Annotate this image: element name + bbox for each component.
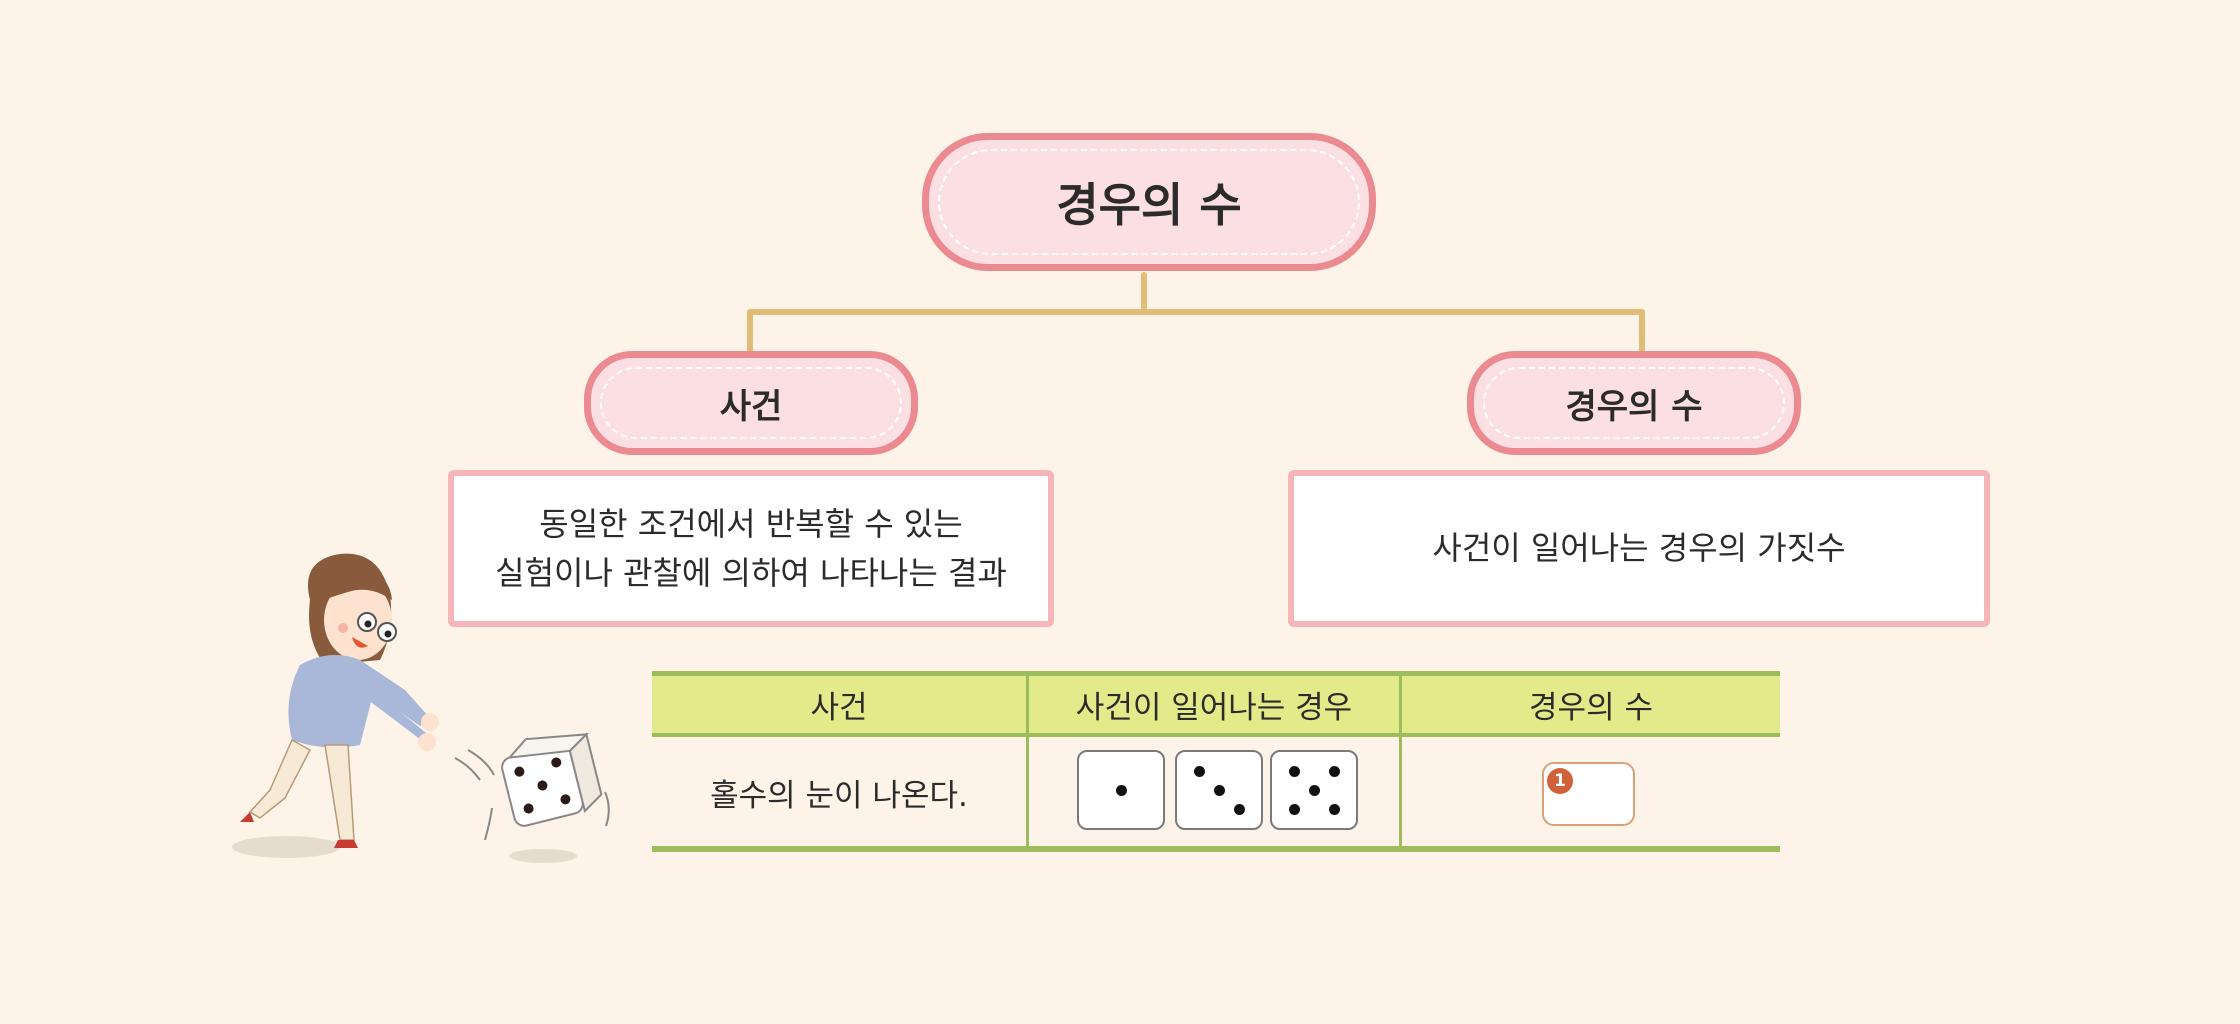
event-node: 사건 [584, 351, 918, 455]
root-node-case-count: 경우의 수 [922, 133, 1376, 271]
case-count-definition-box: 사건이 일어나는 경우의 가짓수 [1288, 470, 1990, 627]
answer-input-box[interactable]: 1 [1542, 762, 1635, 826]
table-divider [1399, 671, 1402, 852]
case-count-node: 경우의 수 [1467, 351, 1801, 455]
table-divider [1026, 671, 1029, 852]
die-face-5-icon [1270, 750, 1358, 830]
header-outcomes: 사건이 일어나는 경우 [1075, 689, 1353, 726]
answer-marker-badge: 1 [1547, 768, 1573, 794]
root-node-label: 경우의 수 [1056, 178, 1242, 232]
event-definition-box: 동일한 조건에서 반복할 수 있는 실험이나 관찰에 의하여 나타나는 결과 [448, 470, 1054, 627]
header-case-count: 경우의 수 [1529, 689, 1653, 726]
die-face-3-icon [1175, 750, 1263, 830]
event-definition-line1: 동일한 조건에서 반복할 수 있는 [539, 504, 963, 543]
cell-event: 홀수의 눈이 나온다. [710, 777, 968, 814]
case-count-node-label: 경우의 수 [1565, 386, 1703, 427]
table-bottom-rule [652, 846, 1780, 852]
die-face-1-icon [1077, 750, 1165, 830]
table-header-row [652, 671, 1780, 737]
event-definition-line2: 실험이나 관찰에 의하여 나타나는 결과 [495, 553, 1007, 592]
event-node-label: 사건 [719, 386, 783, 427]
example-table: 사건 사건이 일어나는 경우 경우의 수 홀수의 눈이 나온다. 1 [652, 671, 1780, 853]
header-event: 사건 [810, 689, 868, 726]
case-count-definition: 사건이 일어나는 경우의 가짓수 [1432, 529, 1846, 567]
girl-rolling-die-illustration [232, 553, 610, 863]
